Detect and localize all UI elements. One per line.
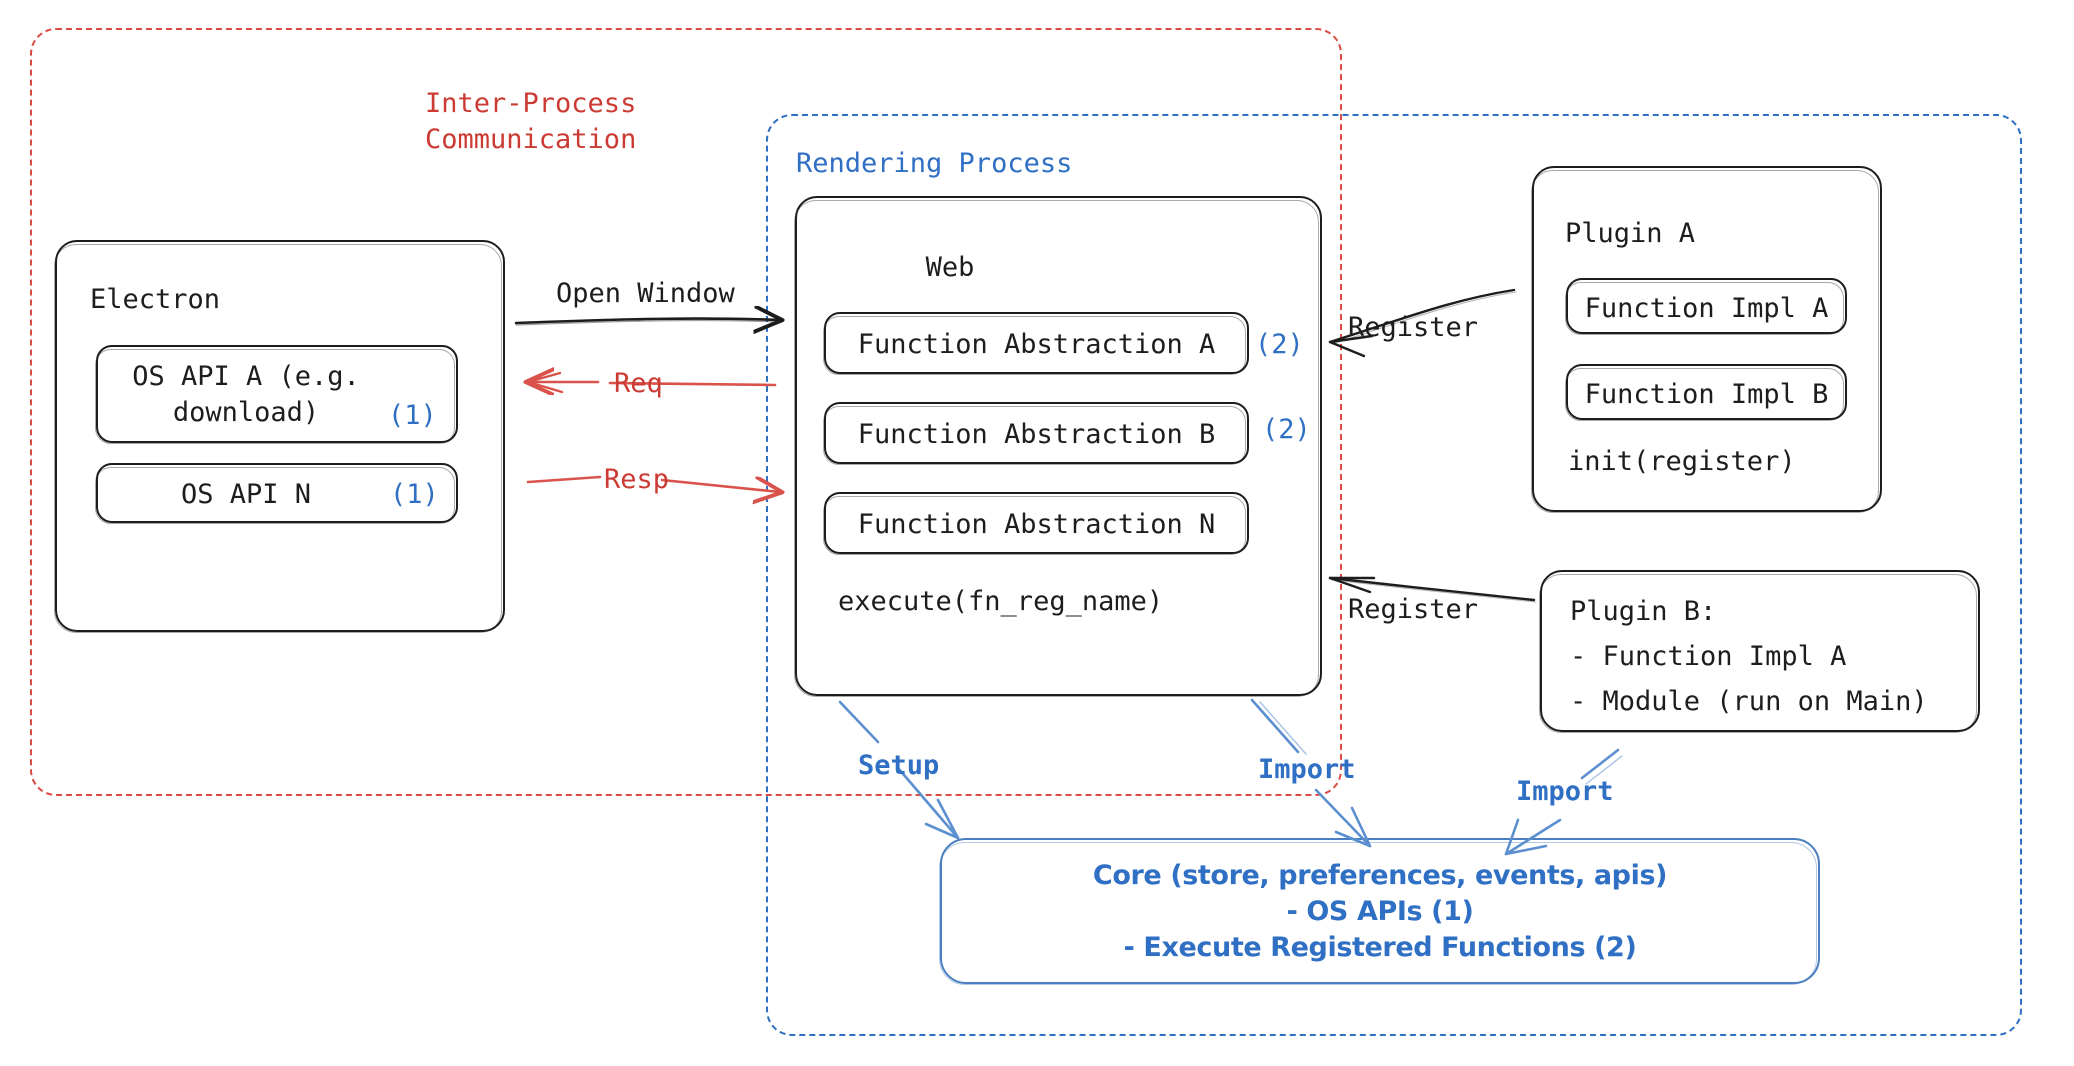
function-abstraction-b-marker: (2) [1262,414,1311,445]
web-execute-label: execute(fn_reg_name) [838,586,1164,617]
plugin-b-item-module: - Module (run on Main) [1570,686,1928,717]
function-abstraction-a-marker: (2) [1255,329,1304,360]
plugin-a-function-impl-b-label: Function Impl B [1584,379,1829,410]
plugin-a-title: Plugin A [1565,218,1696,249]
arrow-label-register-plugin-b: Register [1348,594,1479,625]
region-label-inter-process-communication: Inter-Process Communication [425,88,637,155]
region-rendering-process [766,114,2022,1036]
arrow-label-register-plugin-a: Register [1348,312,1479,343]
function-abstraction-b-label: Function Abstraction B [857,419,1216,450]
os-api-n-label: OS API N [180,479,312,510]
os-api-n-marker: (1) [390,479,439,510]
os-api-a-marker: (1) [388,400,437,431]
region-label-rendering-process: Rendering Process [796,148,1073,179]
core-item-os-apis: - OS APIs (1) [1286,896,1474,927]
arrow-label-req: Req [614,368,663,399]
web-title: Web [925,252,975,283]
core-title: Core (store, preferences, events, apis) [1092,860,1668,891]
arrow-label-resp: Resp [604,464,670,495]
electron-title: Electron [90,284,221,315]
region-inter-process-communication [30,28,1342,796]
plugin-b-title: Plugin B: [1570,596,1717,627]
arrow-label-open-window: Open Window [556,278,735,309]
os-api-a-label: OS API A (e.g. download) [132,361,360,428]
arrow-label-import-plugin-b: Import [1516,776,1614,807]
plugin-a-function-impl-a-label: Function Impl A [1584,293,1829,324]
plugin-b-item-function-impl-a: - Function Impl A [1570,641,1847,672]
function-abstraction-n-label: Function Abstraction N [857,509,1216,540]
arrow-label-import-web: Import [1258,754,1356,785]
arrow-label-setup: Setup [858,750,940,781]
function-abstraction-a-label: Function Abstraction A [857,329,1216,360]
plugin-a-init-label: init(register) [1568,446,1796,477]
core-item-execute-registered-functions: - Execute Registered Functions (2) [1123,932,1637,963]
